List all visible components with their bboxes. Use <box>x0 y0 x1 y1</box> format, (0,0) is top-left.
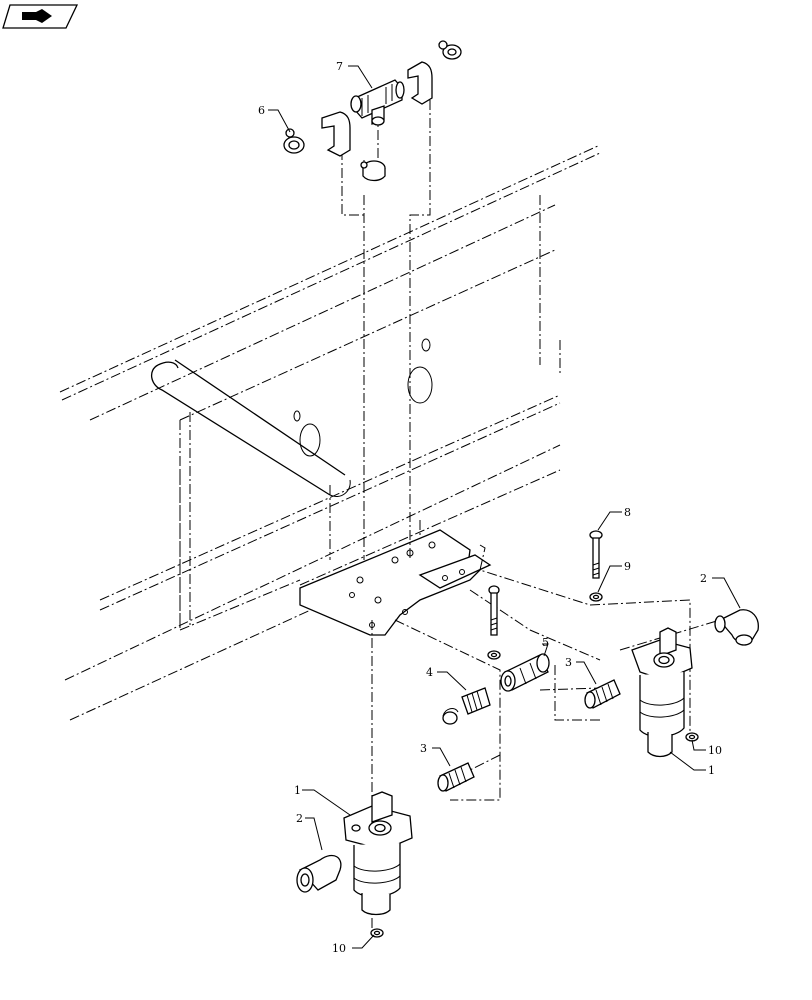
tee-fitting <box>350 79 405 126</box>
callout-3: 3 <box>565 656 572 669</box>
mounting-bracket <box>299 529 492 636</box>
leader-lines <box>268 65 741 949</box>
check-valve <box>442 687 491 725</box>
callout-2: 2 <box>296 812 303 825</box>
callout-labels: 7 6 8 9 2 5 4 3 3 10 1 1 2 10 <box>258 60 722 955</box>
callout-7: 7 <box>336 60 343 73</box>
callout-1: 1 <box>294 784 301 797</box>
nipple-fitting <box>437 679 621 792</box>
callout-2: 2 <box>700 572 707 585</box>
nut <box>370 592 699 938</box>
cross-tube <box>151 359 351 497</box>
u-bracket <box>321 61 433 157</box>
callout-10: 10 <box>708 744 722 757</box>
callout-5: 5 <box>542 636 549 649</box>
callout-9: 9 <box>624 560 631 573</box>
coupler <box>500 653 550 692</box>
callout-1: 1 <box>708 764 715 777</box>
assembly-lines <box>341 100 721 930</box>
callout-10: 10 <box>332 942 346 955</box>
bolt <box>488 530 603 636</box>
hose-clamp <box>283 40 462 182</box>
callout-4: 4 <box>426 666 433 679</box>
frame-rail <box>59 144 601 721</box>
callout-8: 8 <box>624 506 631 519</box>
callout-6: 6 <box>258 104 265 117</box>
navigation-arrow-icon[interactable] <box>2 4 79 29</box>
valve-body <box>631 627 693 758</box>
elbow-fitting <box>296 609 759 893</box>
valve-body <box>343 791 413 916</box>
callout-3: 3 <box>420 742 427 755</box>
